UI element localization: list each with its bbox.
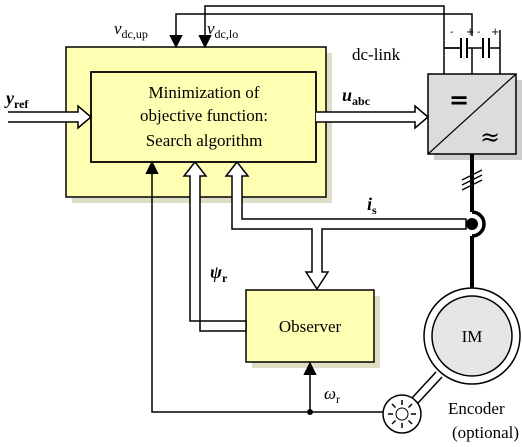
- psi-r-label: ψr: [210, 262, 228, 285]
- optimizer-line-2: objective function:: [140, 106, 268, 125]
- motor-label: IM: [462, 327, 483, 346]
- y-ref-arrow: [8, 104, 93, 130]
- inverter-block: = ≈: [427, 73, 522, 160]
- voltage-feedback-wires: [169, 5, 473, 49]
- u-abc-arrow: [316, 104, 430, 130]
- i-s-label: is: [367, 194, 377, 217]
- svg-text:+: +: [491, 27, 499, 38]
- v-dc-up-label: vdc,up: [114, 19, 148, 41]
- optimizer-line-3: Search algorithm: [146, 131, 263, 150]
- v-dc-lo-label: vdc,lo: [207, 19, 238, 41]
- psi-r-feedback: [182, 160, 247, 332]
- optimizer-line-1: Minimization of: [149, 83, 260, 102]
- encoder-label: Encoder: [448, 399, 505, 418]
- observer-block: Observer: [245, 289, 380, 368]
- dc-link-capacitors: - + - +: [443, 27, 501, 74]
- induction-motor: IM: [411, 287, 521, 404]
- omega-r-wire: [145, 160, 384, 415]
- observer-label: Observer: [279, 317, 342, 336]
- omega-r-label: ωr: [324, 384, 340, 406]
- encoder: [382, 394, 422, 434]
- optimizer-box: [90, 71, 317, 163]
- y-ref-label: yref: [4, 88, 29, 111]
- encoder-optional-label: (optional): [452, 423, 519, 442]
- svg-text:-: -: [477, 27, 480, 38]
- inverter-dc-symbol: =: [449, 85, 469, 114]
- dc-link-label: dc-link: [352, 45, 401, 64]
- controller-block: Minimization of objective function: Sear…: [65, 46, 332, 203]
- u-abc-label: uabc: [342, 85, 371, 108]
- i-s-feedback: [224, 160, 467, 291]
- svg-text:-: -: [450, 27, 453, 38]
- motor-cable: [461, 154, 486, 290]
- svg-text:+: +: [466, 27, 474, 38]
- inverter-ac-symbol: ≈: [480, 123, 500, 151]
